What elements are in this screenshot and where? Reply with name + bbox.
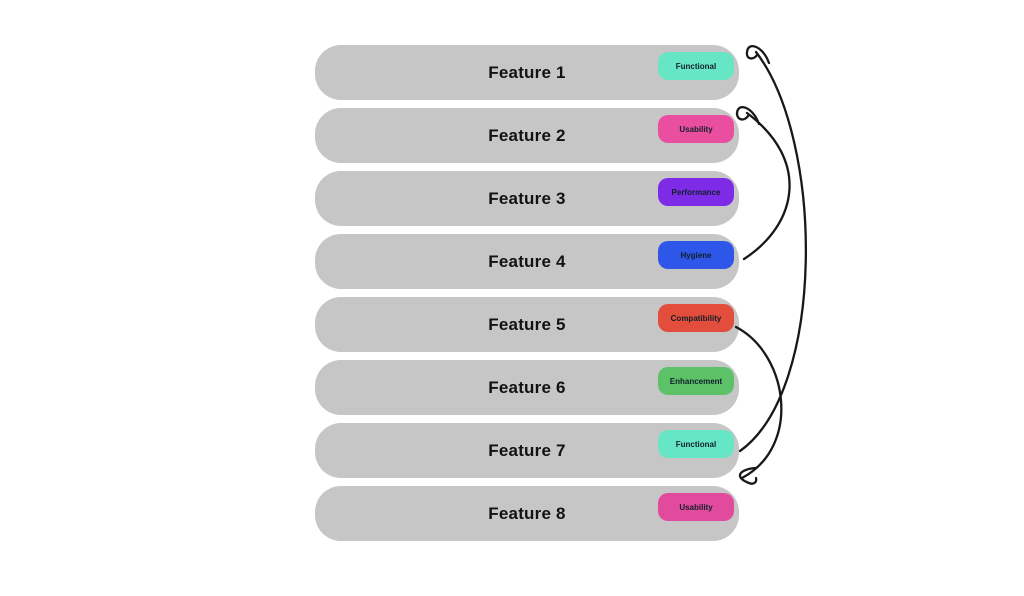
arrow-feature7-to-feature1[interactable]	[738, 50, 807, 453]
feature-row-6[interactable]: Feature 6 Enhancement	[315, 360, 739, 415]
arrow-feature5-to-feature8[interactable]	[734, 325, 783, 480]
feature-label: Feature 2	[488, 125, 566, 145]
feature-tag[interactable]: Functional	[658, 52, 734, 80]
arrow-feature5-to-feature8-arrowhead-icon	[738, 466, 758, 485]
feature-tag[interactable]: Usability	[658, 115, 734, 143]
feature-tag[interactable]: Functional	[658, 430, 734, 458]
feature-label: Feature 3	[488, 188, 566, 208]
arrow-feature7-to-feature1-arrowhead-icon	[745, 45, 771, 65]
feature-row-1[interactable]: Feature 1 Functional	[315, 45, 739, 100]
arrow-feature4-to-feature2-arrowhead-icon	[735, 106, 761, 126]
arrow-feature4-to-feature2[interactable]	[742, 111, 791, 261]
feature-label: Feature 6	[488, 377, 566, 397]
feature-label: Feature 4	[488, 251, 566, 271]
feature-row-2[interactable]: Feature 2 Usability	[315, 108, 739, 163]
feature-tag[interactable]: Hygiene	[658, 241, 734, 269]
feature-label: Feature 5	[488, 314, 566, 334]
feature-label: Feature 7	[488, 440, 566, 460]
feature-row-8[interactable]: Feature 8 Usability	[315, 486, 739, 541]
feature-row-5[interactable]: Feature 5 Compatibility	[315, 297, 739, 352]
feature-row-4[interactable]: Feature 4 Hygiene	[315, 234, 739, 289]
feature-tag[interactable]: Enhancement	[658, 367, 734, 395]
feature-row-7[interactable]: Feature 7 Functional	[315, 423, 739, 478]
feature-label: Feature 8	[488, 503, 566, 523]
feature-tag[interactable]: Performance	[658, 178, 734, 206]
feature-label: Feature 1	[488, 62, 566, 82]
feature-row-3[interactable]: Feature 3 Performance	[315, 171, 739, 226]
feature-tag[interactable]: Compatibility	[658, 304, 734, 332]
feature-tag[interactable]: Usability	[658, 493, 734, 521]
